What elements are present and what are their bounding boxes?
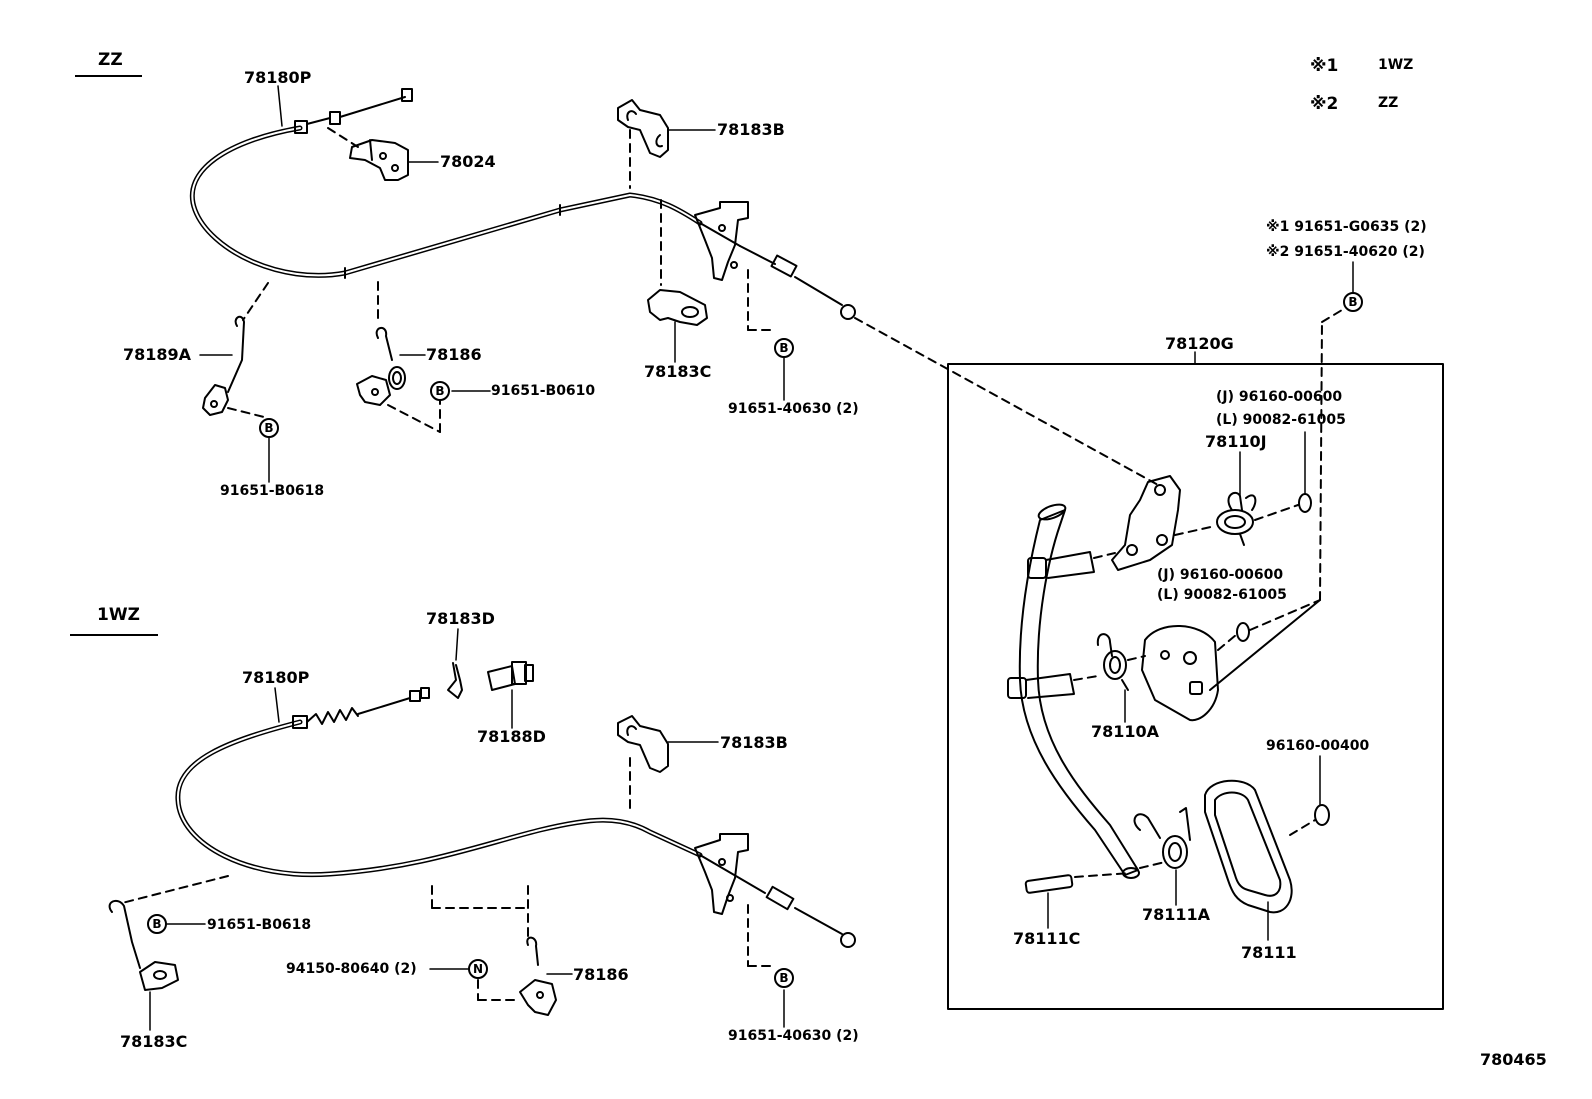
- label-zz-78189a: 78189A: [123, 345, 192, 364]
- label-zz-91651-b0618: 91651-B0618: [220, 483, 325, 499]
- pedal-shaft-bolt-lower: [1007, 673, 1075, 699]
- label-1wz-78183b: 78183B: [720, 733, 788, 752]
- marker-b-zz-bolt-b0610: B: [430, 381, 450, 401]
- pin-78111c: [1024, 874, 1074, 894]
- wz-clamp-78183b: [617, 715, 669, 773]
- wz-clip-78186: [519, 936, 557, 1016]
- label-pedal-78110j: 78110J: [1205, 432, 1267, 451]
- wz-clip-78183d: [447, 662, 463, 699]
- label-zz-78183b: 78183B: [717, 120, 785, 139]
- label-zz-91651-b0610: 91651-B0610: [491, 383, 596, 399]
- marker-b-pedal-bolt: B: [1343, 292, 1363, 312]
- legend-mark-1: ※1: [1310, 56, 1339, 76]
- section-title-zz: ZZ: [98, 50, 123, 70]
- wz-grommet-78188d: [487, 661, 534, 691]
- zz-dashed-leaders: [227, 127, 1161, 487]
- zz-bracket-78024: [349, 139, 409, 181]
- label-1wz-78183c: 78183C: [120, 1032, 188, 1051]
- zz-clamp-78183c: [647, 289, 708, 326]
- wz-cable-bracket: [694, 833, 749, 915]
- label-zz-78024: 78024: [440, 152, 496, 171]
- pedal-upper-lever: [1111, 475, 1181, 571]
- ring-lower: [1236, 622, 1250, 642]
- pedal-pad-78111: [1204, 779, 1293, 914]
- marker-b-1wz-bolt-b0618: B: [147, 914, 167, 934]
- spring-78111a: [1133, 807, 1191, 869]
- pedal-lower-housing: [1141, 625, 1219, 722]
- legend-text-1: 1WZ: [1378, 57, 1414, 73]
- zz-cable-bracket: [694, 201, 749, 281]
- label-pedal-l-lower: (L) 90082-61005: [1157, 587, 1287, 603]
- label-1wz-78183d: 78183D: [426, 609, 495, 628]
- wz-dashed-leaders: [121, 757, 773, 1001]
- label-zz-78186: 78186: [426, 345, 482, 364]
- zz-throttle-cable: [189, 88, 856, 320]
- label-pedal-j-lower: (J) 96160-00600: [1157, 567, 1284, 583]
- zz-clip-78189a: [202, 315, 245, 416]
- label-leader-lines: [149, 85, 1354, 1031]
- label-zz-78180p: 78180P: [244, 68, 312, 87]
- pedal-dashed-leaders: [1073, 309, 1343, 878]
- wz-clamp-78183c: [108, 899, 179, 991]
- legend-mark-2: ※2: [1310, 94, 1339, 114]
- section-title-1wz: 1WZ: [97, 605, 140, 625]
- label-pedal-78111c: 78111C: [1013, 929, 1081, 948]
- label-pedal-78111a: 78111A: [1142, 905, 1211, 924]
- label-1wz-94150-80640: 94150-80640 (2): [286, 961, 417, 977]
- pedal-shaft-bolt-upper: [1027, 551, 1095, 579]
- marker-b-1wz-bolt-40630: B: [774, 968, 794, 988]
- spring-78110a: [1096, 633, 1129, 691]
- marker-n-1wz-nut: N: [468, 959, 488, 979]
- label-pedal-bolt-40620: ※2 91651-40620 (2): [1266, 244, 1425, 260]
- wz-throttle-cable: [175, 687, 856, 948]
- label-1wz-91651-b0618: 91651-B0618: [207, 917, 312, 933]
- label-pedal-bolt-g0635: ※1 91651-G0635 (2): [1266, 219, 1427, 235]
- label-1wz-78186: 78186: [573, 965, 629, 984]
- label-1wz-78180p: 78180P: [242, 668, 310, 687]
- label-1wz-78188d: 78188D: [477, 727, 546, 746]
- marker-b-zz-bolt-40630: B: [774, 338, 794, 358]
- ring-upper: [1298, 493, 1312, 513]
- label-pedal-j-upper: (J) 96160-00600: [1216, 389, 1343, 405]
- label-pedal-96160-00400: 96160-00400: [1266, 738, 1370, 754]
- label-pedal-l-upper: (L) 90082-61005: [1216, 412, 1346, 428]
- ring-96160-00400: [1314, 804, 1330, 826]
- section-title-1wz-underline: [70, 634, 158, 636]
- label-pedal-78110a: 78110A: [1091, 722, 1160, 741]
- label-pedal-78111: 78111: [1241, 943, 1297, 962]
- legend-text-2: ZZ: [1378, 95, 1399, 111]
- figure-number: 780465: [1480, 1050, 1547, 1069]
- zz-clip-78186: [356, 327, 406, 406]
- label-pedal-78120g: 78120G: [1165, 334, 1234, 353]
- label-1wz-91651-40630: 91651-40630 (2): [728, 1028, 859, 1044]
- zz-clamp-78183b: [617, 99, 669, 158]
- section-title-zz-underline: [75, 75, 142, 77]
- spring-78110j: [1216, 491, 1257, 546]
- label-zz-78183c: 78183C: [644, 362, 712, 381]
- marker-b-zz-bolt-b0618: B: [259, 418, 279, 438]
- label-zz-91651-40630: 91651-40630 (2): [728, 401, 859, 417]
